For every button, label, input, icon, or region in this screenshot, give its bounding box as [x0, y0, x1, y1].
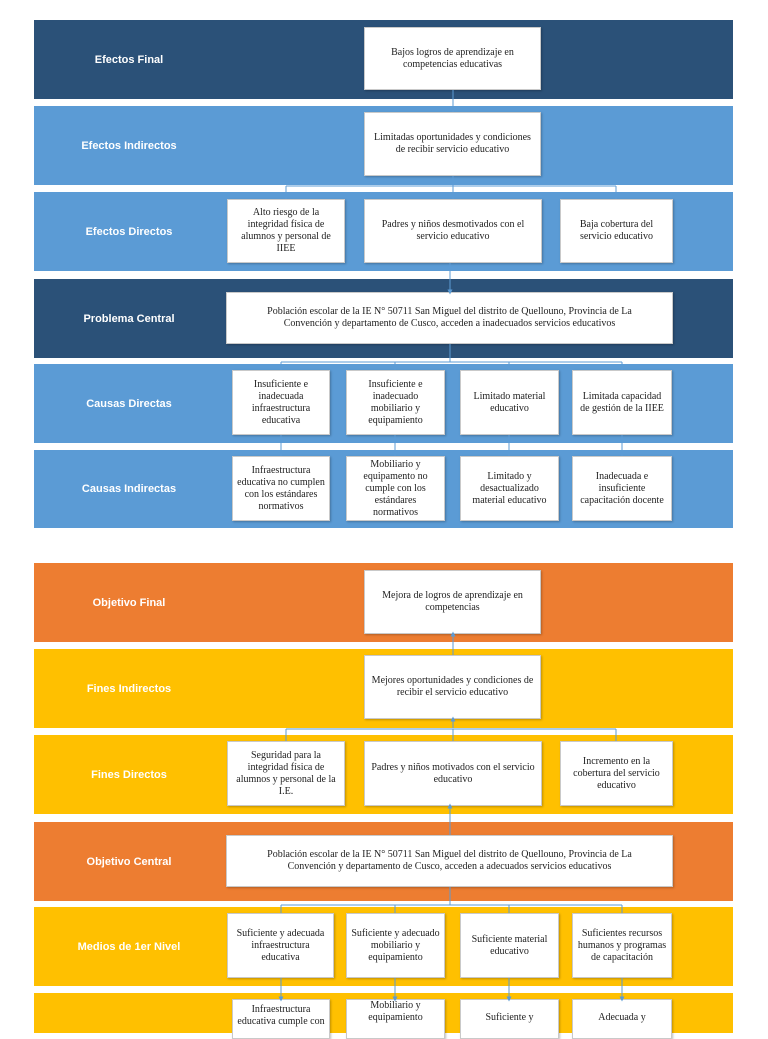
- band-label: Causas Directas: [86, 397, 172, 410]
- box-medio-1er-nivel: Suficiente y adecuado mobiliario y equip…: [346, 913, 445, 978]
- box-efecto-indirecto: Limitadas oportunidades y condiciones de…: [364, 112, 541, 176]
- band-label: Efectos Directos: [85, 225, 173, 238]
- band-label: Problema Central: [83, 312, 175, 325]
- box-medio-1er-nivel: Suficientes recursos humanos y programas…: [572, 913, 672, 978]
- box-efecto-directo: Baja cobertura del servicio educativo: [560, 199, 673, 263]
- band-label: Fines Directos: [91, 768, 167, 781]
- box-causa-directa: Limitada capacidad de gestión de la IIEE: [572, 370, 672, 435]
- box-problema-central: Población escolar de la IE N° 50711 San …: [226, 292, 673, 344]
- box-causa-directa: Limitado material educativo: [460, 370, 559, 435]
- box-fin-indirecto: Mejores oportunidades y condiciones de r…: [364, 655, 541, 719]
- box-medio-2do-nivel: Suficiente y: [460, 999, 559, 1039]
- box-causa-directa: Insuficiente e inadecuada infraestructur…: [232, 370, 330, 435]
- box-causa-indirecta: Inadecuada e insuficiente capacitación d…: [572, 456, 672, 521]
- band-label: Efectos Final: [94, 53, 164, 66]
- band-label: Objetivo Final: [92, 596, 166, 609]
- box-causa-indirecta: Mobiliario y equipamento no cumple con l…: [346, 456, 445, 521]
- box-medio-2do-nivel: Infraestructura educativa cumple con: [232, 999, 330, 1039]
- box-objetivo-central: Población escolar de la IE N° 50711 San …: [226, 835, 673, 887]
- box-efecto-directo: Alto riesgo de la integridad física de a…: [227, 199, 345, 263]
- band-label: Efectos Indirectos: [81, 139, 177, 152]
- box-causa-indirecta: Limitado y desactualizado material educa…: [460, 456, 559, 521]
- band-label: Objetivo Central: [86, 855, 172, 868]
- box-objetivo-final: Mejora de logros de aprendizaje en compe…: [364, 570, 541, 634]
- box-medio-1er-nivel: Suficiente y adecuada infraestructura ed…: [227, 913, 334, 978]
- box-causa-directa: Insuficiente e inadecuado mobiliario y e…: [346, 370, 445, 435]
- band-label: Fines Indirectos: [86, 682, 172, 695]
- box-fin-directo: Seguridad para la integridad física de a…: [227, 741, 345, 806]
- box-medio-1er-nivel: Suficiente material educativo: [460, 913, 559, 978]
- box-causa-indirecta: Infraestructura educativa no cumplen con…: [232, 456, 330, 521]
- box-medio-2do-nivel: Mobiliario y equipamiento: [346, 999, 445, 1039]
- box-efecto-directo: Padres y niños desmotivados con el servi…: [364, 199, 542, 263]
- box-fin-directo: Padres y niños motivados con el servicio…: [364, 741, 542, 806]
- band-label: Medios de 1er Nivel: [77, 940, 181, 953]
- band-label: Causas Indirectas: [81, 483, 177, 495]
- box-fin-directo: Incremento en la cobertura del servicio …: [560, 741, 673, 806]
- box-efecto-final: Bajos logros de aprendizaje en competenc…: [364, 27, 541, 90]
- box-medio-2do-nivel: Adecuada y: [572, 999, 672, 1039]
